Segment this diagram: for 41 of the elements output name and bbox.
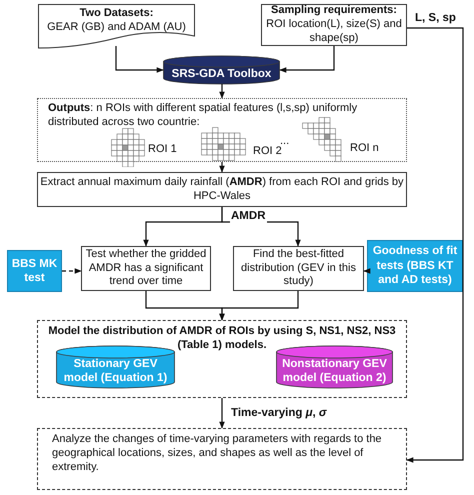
edge-label: Time-varying μ, σ [230, 407, 328, 420]
arrow [219, 84, 225, 99]
model-cylinder [276, 346, 393, 388]
arrow [279, 46, 335, 73]
edge-label: AMDR [230, 210, 266, 223]
test-box [7, 250, 62, 292]
arrow [221, 207, 301, 247]
heading-text: Sampling requirements: [271, 4, 397, 18]
arrow [219, 398, 225, 429]
roi-label: ... [280, 135, 290, 147]
arrow [115, 46, 164, 73]
node-text: Extract annual maximum daily rainfall (AMDR) from each ROI and grids by HPC-Wales [39, 176, 405, 204]
node-text: Test whether the gridded AMDR has a significant trend over time [84, 248, 208, 290]
node-text: Find the best-fitted distribution (GEV in this study) [240, 248, 357, 290]
roi-label: ROI 2 [253, 145, 282, 159]
node-text: Nonstationary GEV model (Equation 2) [281, 356, 388, 386]
document-shape [38, 4, 195, 46]
arrow [363, 268, 370, 274]
node-text: SRS-GDA Toolbox [172, 66, 272, 81]
heading-text: Two Datasets: [80, 7, 154, 21]
roi-label: ROI 1 [148, 143, 177, 157]
process-box [233, 246, 364, 291]
node-text: Outputs: n ROIs with different spatial features (l,s,sp) uniformly distributed across two countrie: [48, 102, 358, 130]
node-text: Analyze the changes of time-varying parameters with regards to the geographical locations, sizes, and shapes as well as the level of extremity. [52, 433, 383, 474]
node-text: GEAR (GB) and ADAM (AU) [47, 21, 186, 35]
node-text: Goodness of fit tests (BBS KT and AD tests) [372, 244, 458, 288]
toolbox-cylinder [163, 56, 280, 84]
analysis-box [37, 428, 407, 490]
model-cylinder [56, 346, 175, 388]
node-text: ROI location(L), size(S) and shape(sp) [265, 18, 403, 46]
node-text: BBS MK test [10, 256, 58, 286]
arrow [219, 291, 299, 321]
edge-label: L, S, sp [414, 12, 457, 25]
arrow [406, 27, 464, 463]
roi-label: ROI n [350, 142, 379, 156]
node-text: Stationary GEV model (Equation 1) [62, 356, 168, 386]
arrow [62, 268, 82, 274]
process-box [261, 4, 407, 46]
node-text: Model the distribution of AMDR of ROIs by using S, NS1, NS2, NS3 (Table 1) models. [48, 325, 396, 352]
model-group-box [37, 320, 407, 398]
arrow [219, 162, 225, 173]
